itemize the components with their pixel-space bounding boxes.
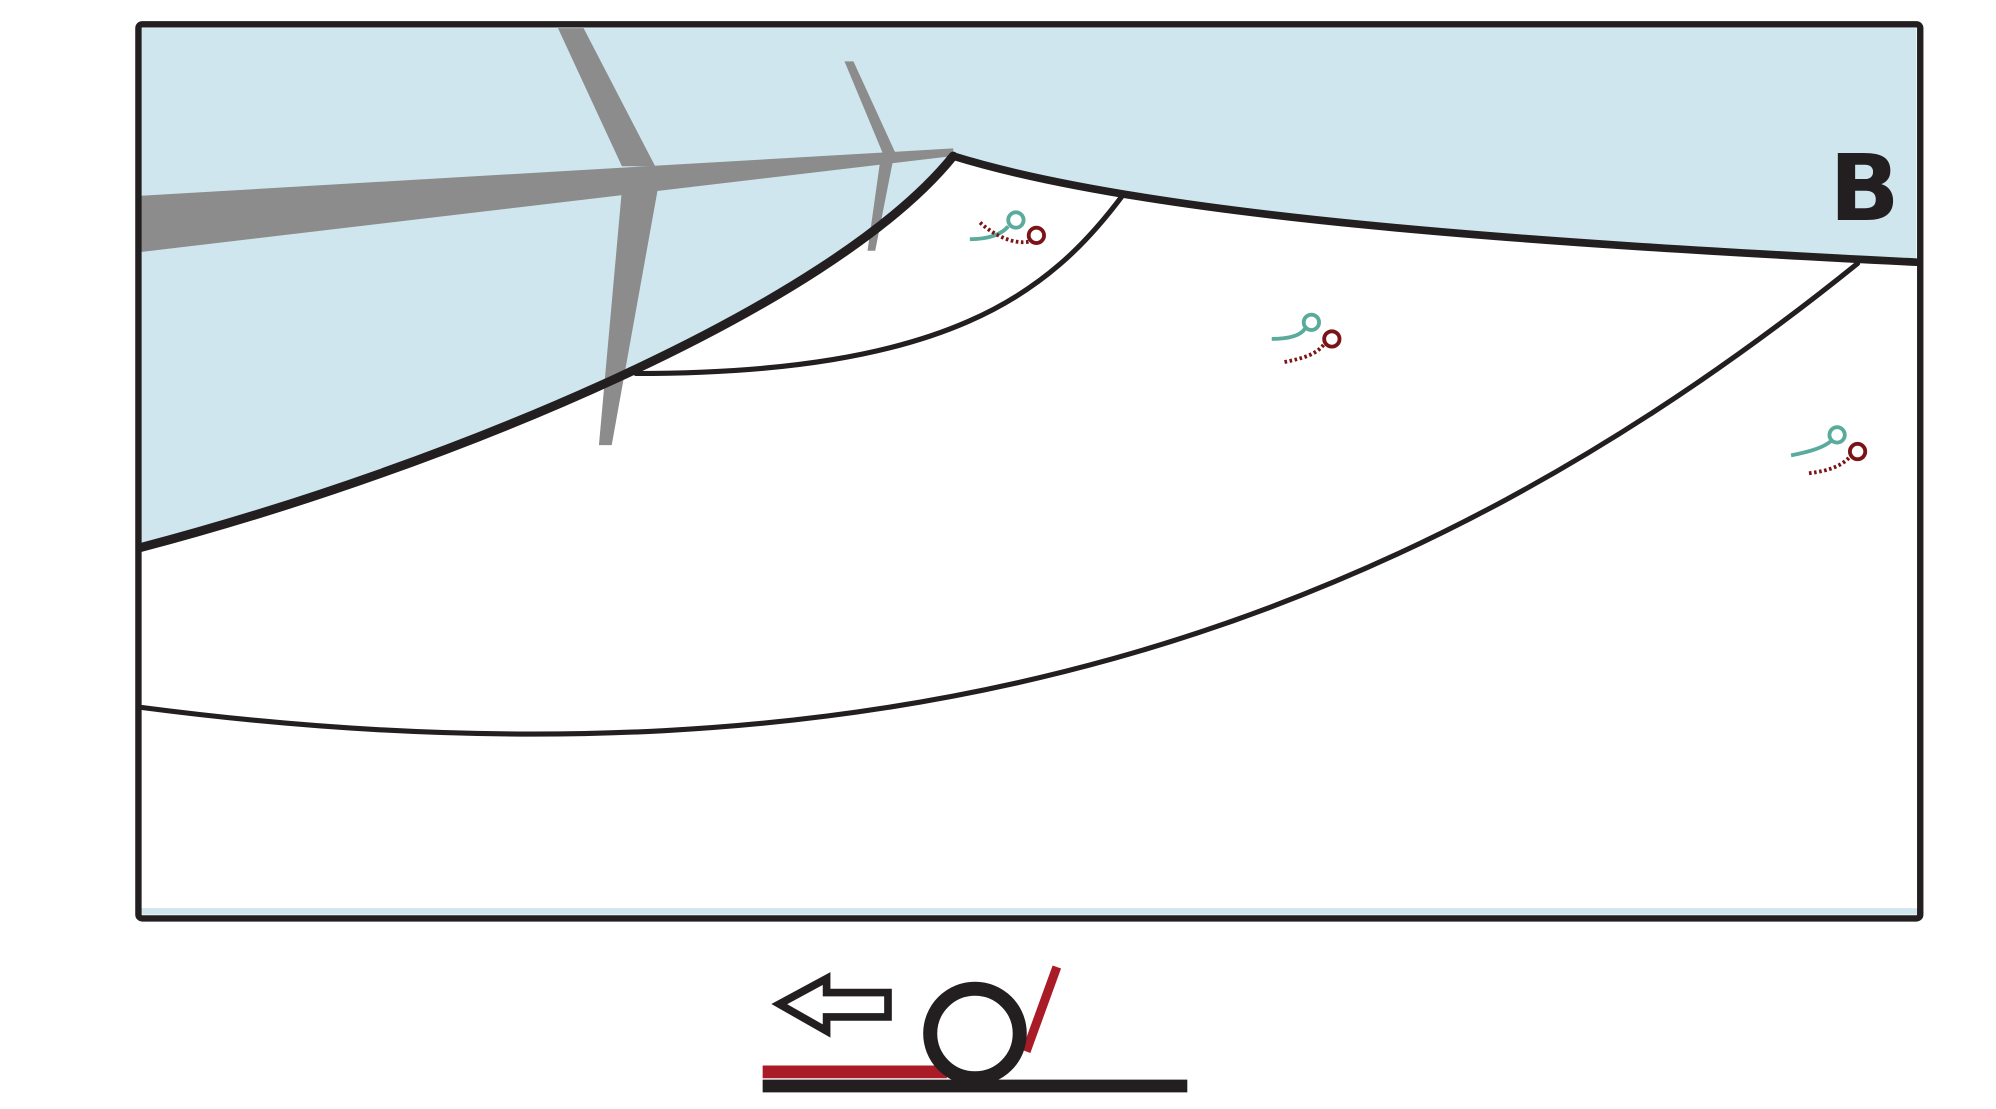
boundary-curves bbox=[136, 151, 1921, 737]
blue-bottom-strip bbox=[140, 908, 1919, 915]
blue-region bbox=[140, 28, 1917, 548]
loop-circle bbox=[923, 981, 1027, 1086]
arrow-left-icon bbox=[771, 972, 892, 1038]
loop-symbol bbox=[1271, 312, 1342, 364]
panel-label: B bbox=[1829, 135, 1899, 242]
red-slash bbox=[1021, 965, 1062, 1053]
panel-frame bbox=[135, 21, 1924, 922]
loop-symbol bbox=[969, 210, 1046, 245]
legend-symbol bbox=[762, 965, 1188, 1093]
loop-symbol bbox=[1790, 425, 1868, 476]
